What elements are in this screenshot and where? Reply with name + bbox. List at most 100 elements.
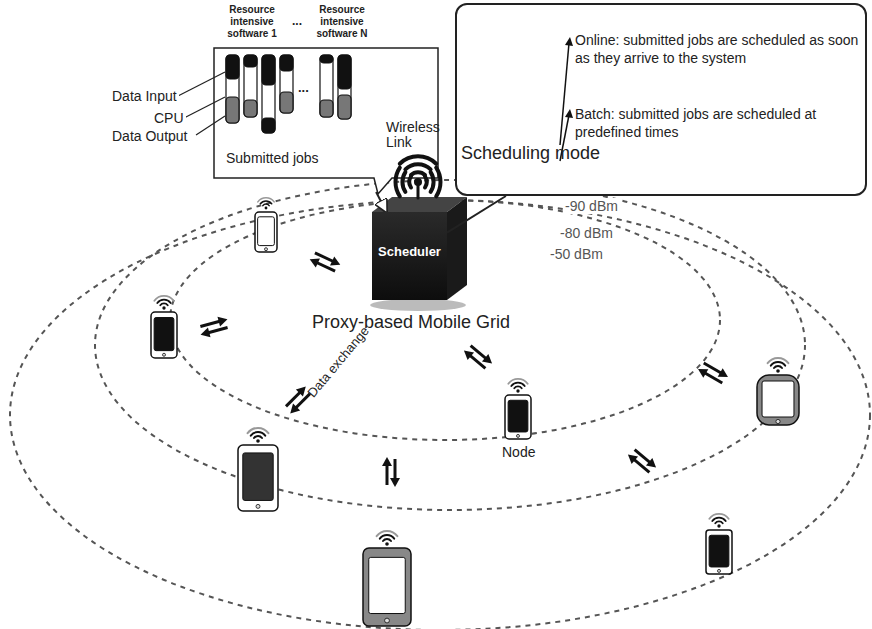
software-heading: Resource intensive software N <box>304 4 380 40</box>
wifi-arc <box>254 436 262 438</box>
phone-button <box>517 434 520 437</box>
arrow-head <box>565 109 573 118</box>
wifi-icon <box>154 296 173 310</box>
wifi-arc <box>774 366 782 368</box>
wifi-arc <box>260 201 271 204</box>
ellipsis: ... <box>292 14 302 28</box>
exchange-arrows <box>382 457 400 487</box>
arrow-head <box>390 478 400 487</box>
link-label: Wireless Link <box>384 120 448 150</box>
panel-title: Submitted jobs <box>226 150 319 166</box>
mode-heading: Scheduling mode <box>461 143 600 164</box>
signal-level: -80 dBm <box>558 225 615 241</box>
antenna-arc <box>396 168 400 197</box>
wifi-icon <box>258 198 274 210</box>
phone-button <box>385 618 390 623</box>
node-label: Node <box>500 444 537 460</box>
wifi-arc <box>263 204 269 206</box>
software-heading: Resource intensive software 1 <box>214 4 290 40</box>
arrow-head <box>461 347 474 360</box>
arrow-shaft <box>207 327 227 332</box>
phone-button <box>718 569 721 572</box>
phone-screen <box>508 400 528 432</box>
ellipsis: ... <box>298 80 309 95</box>
phone-screen <box>154 318 174 351</box>
wifi-arc <box>709 514 728 519</box>
phone-body <box>706 530 732 574</box>
grid-title: Proxy-based Mobile Grid <box>310 312 512 333</box>
arrow-shaft <box>469 355 485 368</box>
cube-side <box>447 197 467 300</box>
edge-label: Data exchange <box>303 322 373 402</box>
wifi-dot <box>776 369 780 373</box>
wifi-arc <box>771 362 785 366</box>
wifi-arc <box>712 518 725 521</box>
antenna-arc <box>405 164 430 169</box>
antenna-arc <box>436 168 440 197</box>
axis-label: Data Output <box>110 128 190 144</box>
arrow-head <box>330 256 342 269</box>
wifi-arc <box>383 539 391 541</box>
arrow-head <box>217 314 228 326</box>
antenna-arc <box>425 177 427 188</box>
phone-screen <box>369 557 405 613</box>
phone-body <box>505 395 531 439</box>
phone-body <box>363 548 411 626</box>
phone-screen <box>709 535 729 567</box>
arrow-head <box>718 368 731 381</box>
mode-option: Online: submitted jobs are scheduled as … <box>575 31 860 67</box>
phone-button <box>776 419 780 423</box>
wifi-arc <box>160 303 167 305</box>
wifi-dot <box>265 207 268 210</box>
antenna-arc <box>431 172 434 192</box>
arrow-head <box>199 328 210 340</box>
wifi-icon <box>709 514 728 528</box>
arrow-head <box>287 404 300 417</box>
arrow-shaft <box>316 262 335 271</box>
wifi-arc <box>154 296 173 301</box>
wifi-dot <box>385 542 389 546</box>
wifi-arc <box>511 383 524 386</box>
wifi-icon <box>248 428 269 443</box>
antenna-arc <box>402 172 405 192</box>
wifi-arc <box>248 428 269 433</box>
antenna-arc <box>400 156 436 163</box>
phone-button <box>256 504 260 508</box>
exchange-arrows <box>308 248 343 277</box>
exchange-arrows <box>461 340 496 373</box>
signal-rings <box>10 180 870 629</box>
antenna-waves <box>396 156 441 198</box>
wifi-icon <box>508 379 527 393</box>
mode-arrow <box>560 115 569 161</box>
wifi-arc <box>514 386 521 388</box>
antenna-arc <box>411 172 425 175</box>
phone-screen <box>762 381 794 417</box>
scheduler-box: Scheduler <box>372 212 447 300</box>
mode-arrow <box>560 43 569 145</box>
wifi-arc <box>377 531 398 536</box>
phone-button <box>265 248 268 251</box>
wifi-icon <box>377 531 398 546</box>
wifi-arc <box>251 432 265 436</box>
mode-arrows <box>455 3 867 196</box>
arrow-shaft <box>633 459 649 472</box>
arrow-head <box>696 365 709 378</box>
wifi-arc <box>508 379 527 384</box>
wifi-arc <box>258 198 274 202</box>
wifi-dot <box>256 439 260 443</box>
cube-shadow <box>370 299 466 311</box>
arrow-head <box>382 457 392 466</box>
wifi-dot <box>717 524 720 527</box>
scheduler-label: Scheduler <box>372 244 447 259</box>
callout-bubble: Scheduling mode Online: submitted jobs ar… <box>455 3 867 196</box>
wifi-dot <box>162 306 165 309</box>
job-bars <box>226 55 351 133</box>
arrow-shaft <box>200 321 220 326</box>
phone-screen <box>243 453 273 501</box>
exchange-arrows <box>197 314 231 339</box>
callout-tail <box>447 196 506 233</box>
jobs-panel: Resource intensive software 1...Resource… <box>212 4 442 192</box>
arrow-head <box>565 37 573 46</box>
antenna-mast <box>417 182 420 198</box>
signal-level: -50 dBm <box>548 246 605 262</box>
